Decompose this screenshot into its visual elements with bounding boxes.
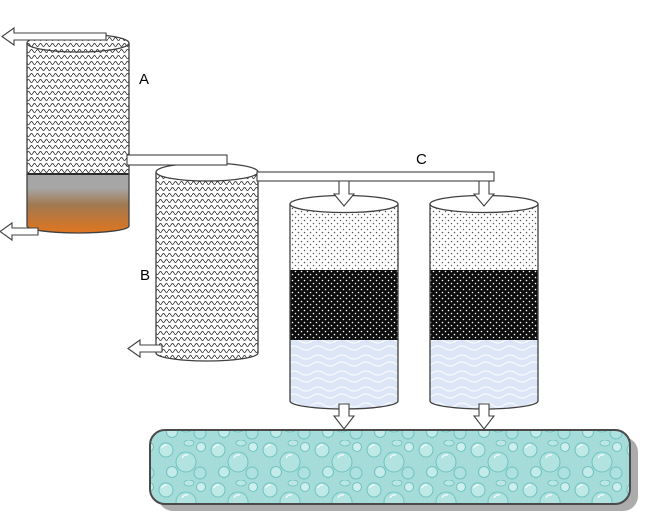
filter1-top-layer xyxy=(290,204,398,270)
filter1-outlet-arrow xyxy=(332,403,356,430)
inflow-pipe-arrow xyxy=(1,26,107,47)
filter1-mid-layer xyxy=(290,270,398,340)
filter2-inlet-arrow xyxy=(472,180,496,207)
filter2-outlet-arrow xyxy=(472,403,496,430)
tank-a-outflow-arrow xyxy=(0,221,39,242)
tank-b-outflow-arrow xyxy=(127,338,163,359)
flow-arrows xyxy=(0,180,496,430)
filter-column-2 xyxy=(429,194,539,410)
reservoir xyxy=(149,429,638,511)
pipe-c xyxy=(256,171,495,182)
tank-b xyxy=(155,162,259,362)
label-tank-a: A xyxy=(139,71,149,88)
filter2-top-layer xyxy=(430,204,538,270)
tank-a-sludge-zone xyxy=(27,188,129,233)
filter2-mid-layer xyxy=(430,270,538,340)
tank-b-body xyxy=(156,172,258,361)
label-tank-b: B xyxy=(140,267,150,284)
reservoir-basin xyxy=(149,429,631,505)
filter-column-1 xyxy=(289,194,399,410)
tank-b-top-ellipse xyxy=(155,162,259,182)
filter2-bottom-layer xyxy=(430,340,538,409)
filter1-inlet-arrow xyxy=(332,180,356,207)
pipe-a-to-b xyxy=(126,154,228,166)
filter1-bottom-layer xyxy=(290,340,398,409)
tank-b-outline xyxy=(155,172,259,362)
label-pipe-c: C xyxy=(416,151,427,168)
pipes xyxy=(1,26,495,182)
tank-a xyxy=(26,33,130,234)
tank-a-gray-band xyxy=(27,174,129,188)
